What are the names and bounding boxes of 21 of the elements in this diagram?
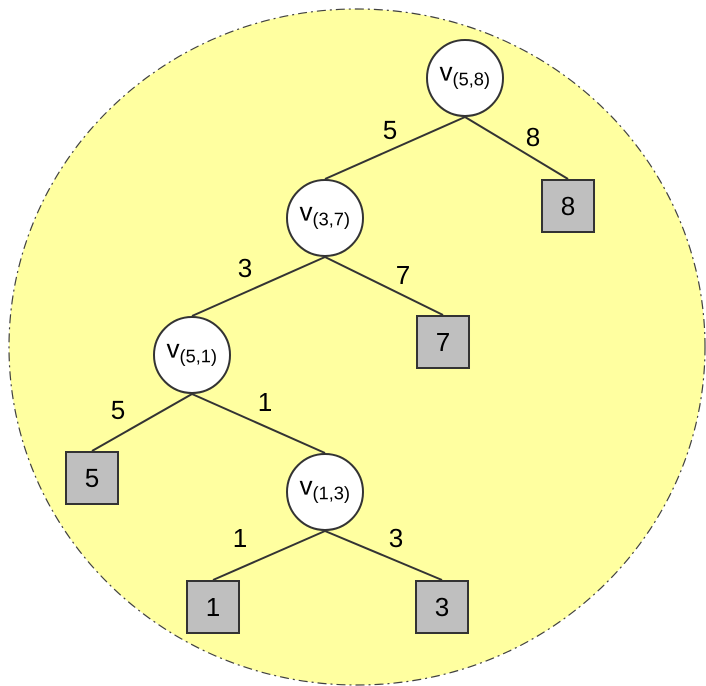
edge-label: 5 xyxy=(384,120,396,140)
edge-label: 5 xyxy=(112,400,124,420)
leaf-square: 1 xyxy=(186,580,240,634)
edge-label: 1 xyxy=(234,529,246,547)
edge-label: 7 xyxy=(397,266,409,284)
tree-edge xyxy=(464,116,569,180)
leaf-square: 5 xyxy=(65,451,119,505)
tree-edge xyxy=(192,256,326,317)
edge-label: 8 xyxy=(526,128,540,146)
tree-edge xyxy=(192,393,326,454)
tree-edge xyxy=(324,256,444,316)
leaf-square: 7 xyxy=(416,315,470,369)
tree-edge xyxy=(92,393,192,452)
tree-edge xyxy=(212,530,326,581)
tree-edge xyxy=(324,530,442,581)
edge-label: 3 xyxy=(390,528,402,548)
edge-label: 3 xyxy=(238,258,252,278)
tree-edge xyxy=(324,116,466,180)
leaf-square: 8 xyxy=(541,179,595,233)
edge-label: 1 xyxy=(260,393,271,411)
leaf-square: 3 xyxy=(415,580,469,634)
